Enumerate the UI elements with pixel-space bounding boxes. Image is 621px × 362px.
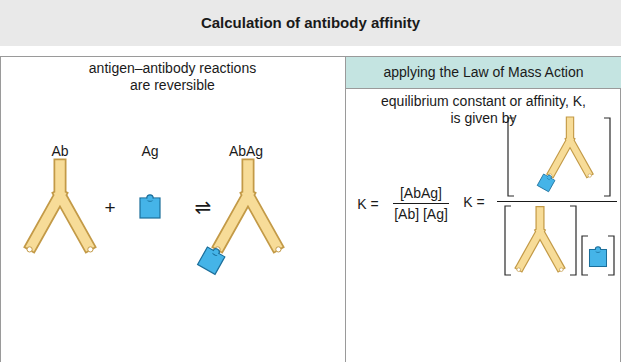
figure-label: K = [357, 196, 378, 213]
complex-figure [198, 165, 281, 274]
title-band [0, 0, 621, 46]
panel-cell: equilibrium constant or affinity, K, is … [346, 89, 621, 362]
figure-label: [AbAg] [400, 185, 442, 202]
panel-text: applying the Law of Mass Action [353, 64, 615, 81]
panel-text: antigen–antibody reactions are reversibl… [84, 60, 262, 94]
antibody-figure [517, 211, 563, 272]
panel-cell: antigen–antibody reactions are reversibl… [0, 57, 345, 362]
panel-text: equilibrium constant or affinity, K, is … [376, 93, 591, 127]
antigen-figure [590, 247, 607, 267]
diagram-title: Calculation of antibody affinity [0, 0, 621, 46]
complex-figure [537, 121, 591, 192]
header-band: applying the Law of Mass Action [346, 57, 621, 88]
figure-label: Ab [51, 143, 68, 160]
figure-label: Ag [141, 143, 158, 160]
figure-label: + [104, 199, 115, 216]
figure-label: AbAg [229, 143, 263, 160]
antibody-figure [27, 165, 93, 252]
antigen-figure [140, 195, 160, 218]
figure-label: K = [463, 194, 484, 211]
fraction-bar [497, 201, 617, 202]
concentration-bracket [505, 118, 614, 275]
table-grid [0, 56, 621, 362]
figure-label: ⇌ [195, 199, 212, 216]
figure-label: [Ab] [Ag] [394, 206, 448, 223]
fraction-bar [393, 203, 449, 204]
